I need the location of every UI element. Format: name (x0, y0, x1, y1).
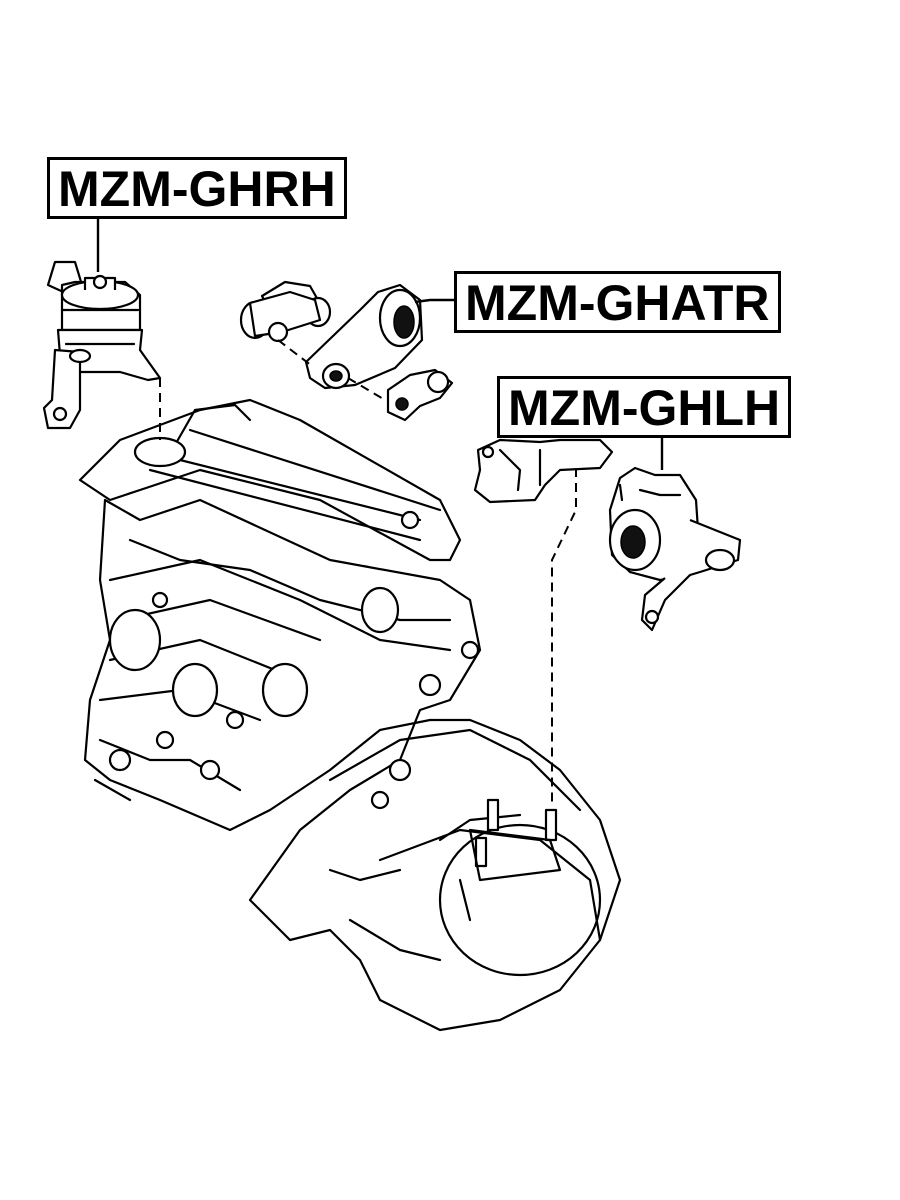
left-mount-dash (551, 468, 577, 805)
left-engine-mount (473, 438, 742, 632)
torque-rod-leader (414, 298, 454, 304)
torque-rod-dash-upper (277, 339, 313, 367)
torque-rod-dash-lower (347, 377, 386, 401)
label-torque-rod: MZM-GHATR (454, 271, 781, 333)
torque-rod (239, 280, 454, 422)
engine-block (78, 398, 622, 1032)
right-engine-mount (42, 260, 162, 430)
label-right-mount: MZM-GHRH (47, 157, 347, 219)
label-left-mount: MZM-GHLH (497, 376, 792, 438)
